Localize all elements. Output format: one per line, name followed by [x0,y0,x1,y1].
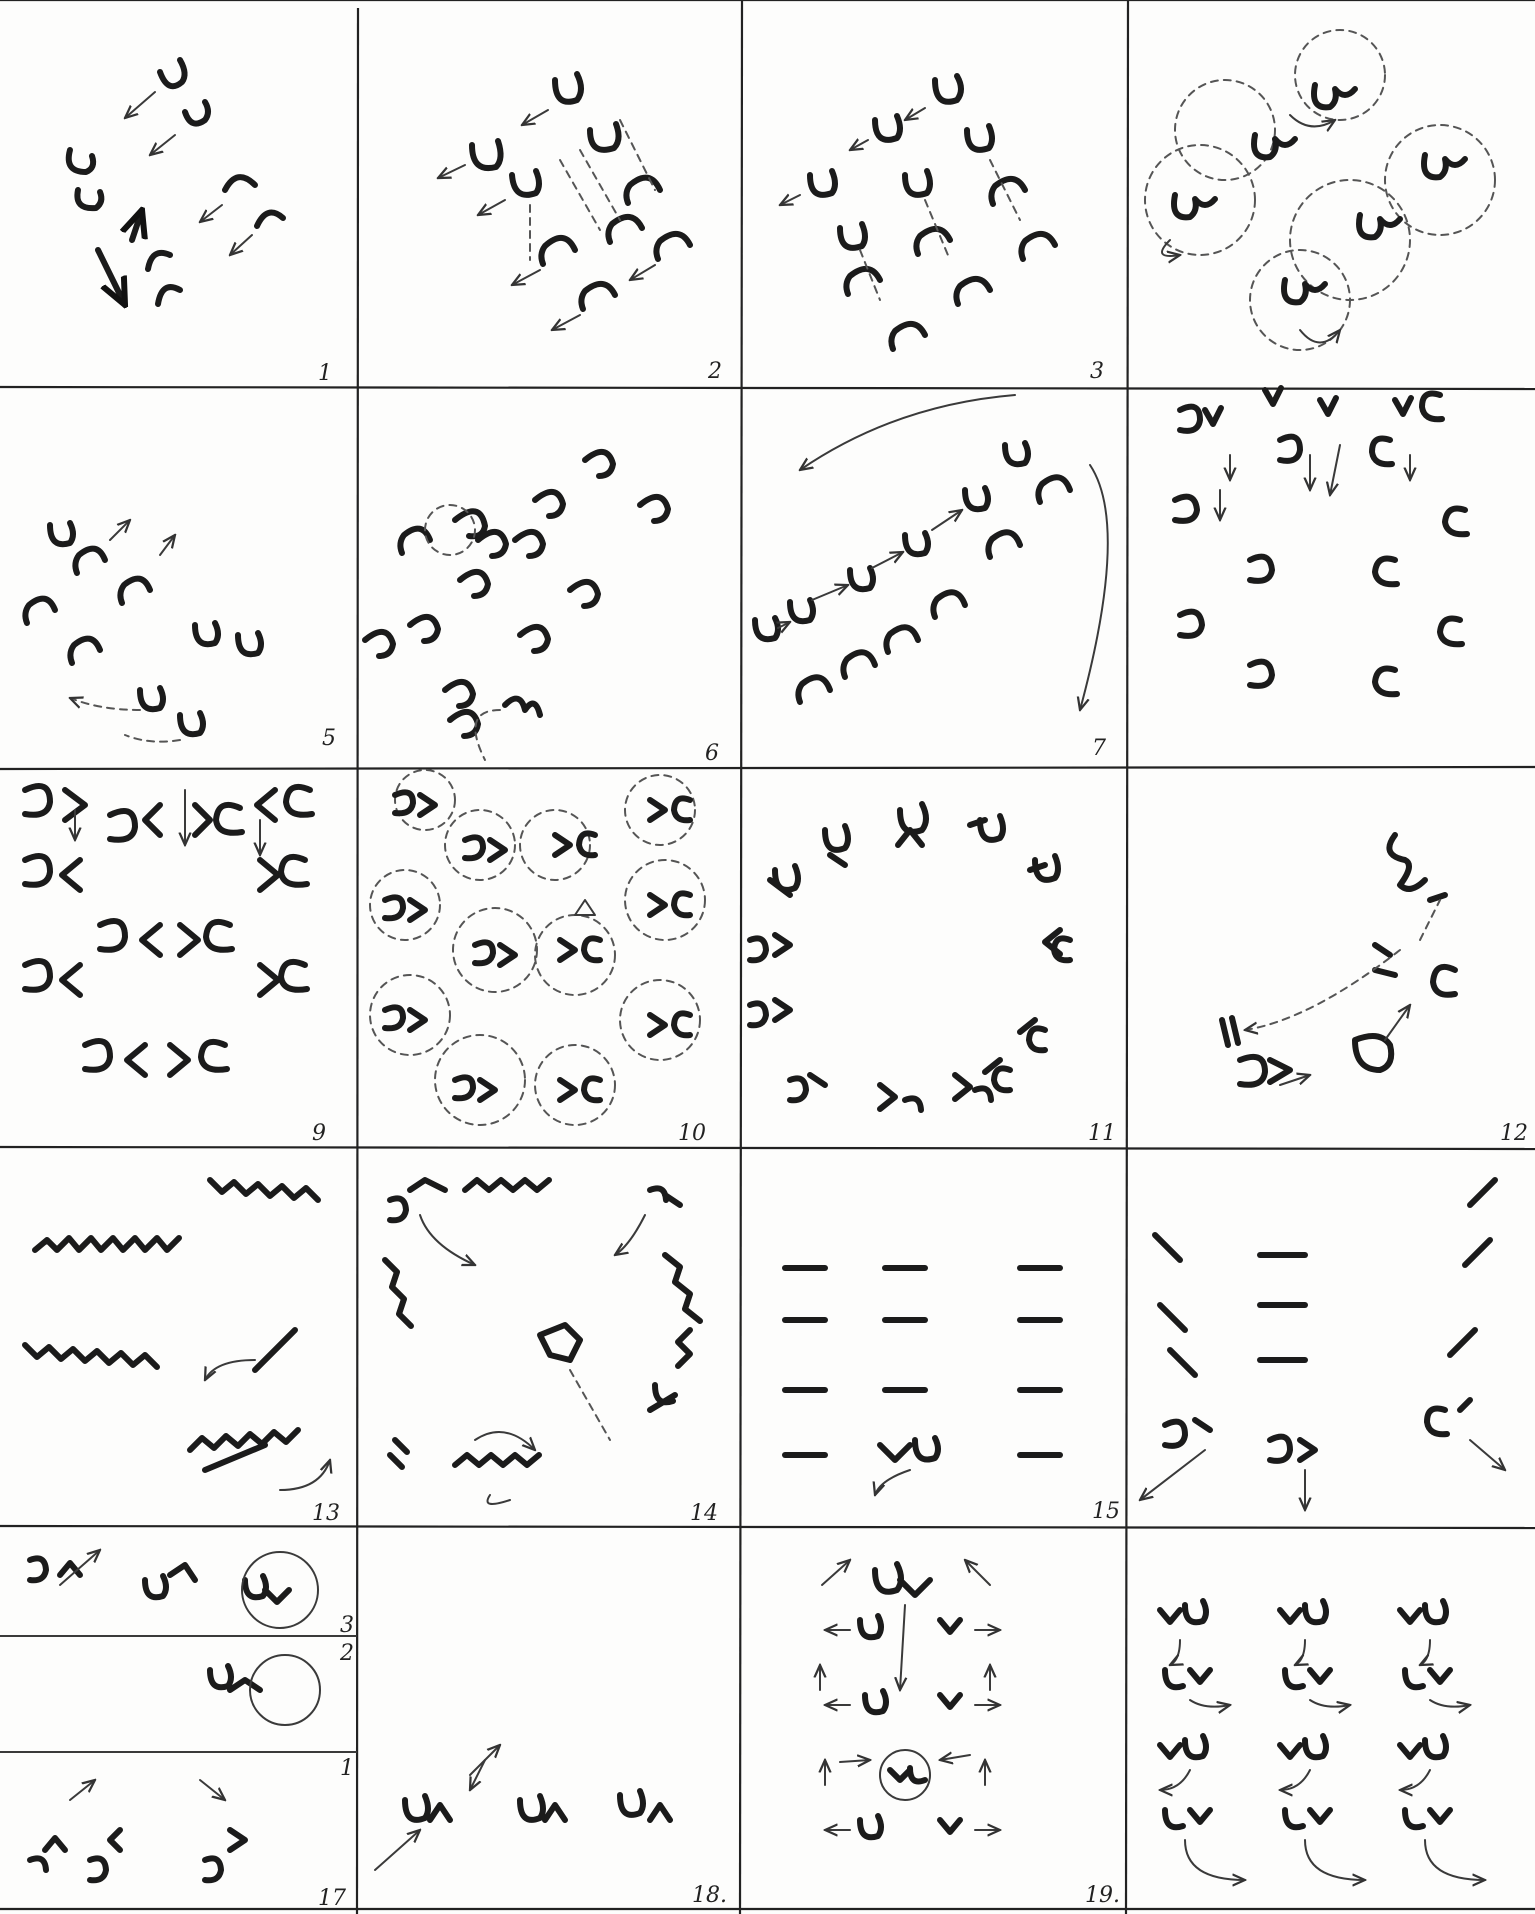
panel-11-number: 11 [1088,1121,1116,1146]
panel-1-sketch [69,60,283,305]
panel-2-number: 2 [707,359,722,384]
panel-10-sketch [370,770,705,1125]
panel-11-sketch [750,804,1070,1110]
panel-3-sketch [780,76,1055,349]
panel-12-sketch [1222,835,1455,1085]
panel-9-number: 9 [312,1121,326,1146]
panel-6-sketch [365,452,668,760]
panel-20-sketch [1160,1601,1485,1880]
panel-12-number: 12 [1500,1121,1528,1146]
panel-2-sketch [438,74,690,330]
panel-5-sketch [25,520,261,742]
panel-4-sketch [1145,30,1495,350]
panel-17-number: 17 [318,1886,346,1911]
panel-1-number: 1 [318,361,332,386]
panel-17-sub-1: 1 [340,1756,354,1781]
panel-8-sketch [1175,388,1467,694]
panel-16-sketch [1140,1180,1505,1510]
panel-10-number: 10 [678,1121,706,1146]
panel-13-number: 13 [312,1501,340,1526]
panel-15-number: 15 [1092,1499,1120,1524]
panel-3-number: 3 [1090,359,1104,384]
panel-13-sketch [25,1180,330,1490]
panel-5-number: 5 [322,726,336,751]
panel-17-sketch [30,1550,320,1880]
panel-7-number: 7 [1092,736,1106,761]
panel-14-number: 14 [690,1501,718,1526]
panel-18-sketch [375,1745,670,1870]
panel-18-number: 18. [692,1883,727,1908]
panel-17-sub-2: 2 [339,1641,354,1666]
panel-7-sketch [755,395,1108,710]
panel-6-number: 6 [705,741,719,766]
panel-15-sketch [785,1268,1060,1495]
panel-9-sketch [25,786,312,1075]
panel-19-sketch [820,1560,1000,1837]
panel-19-number: 19. [1085,1883,1120,1908]
panel-14-sketch [385,1180,700,1504]
panel-17-sub-3: 3 [340,1613,354,1638]
